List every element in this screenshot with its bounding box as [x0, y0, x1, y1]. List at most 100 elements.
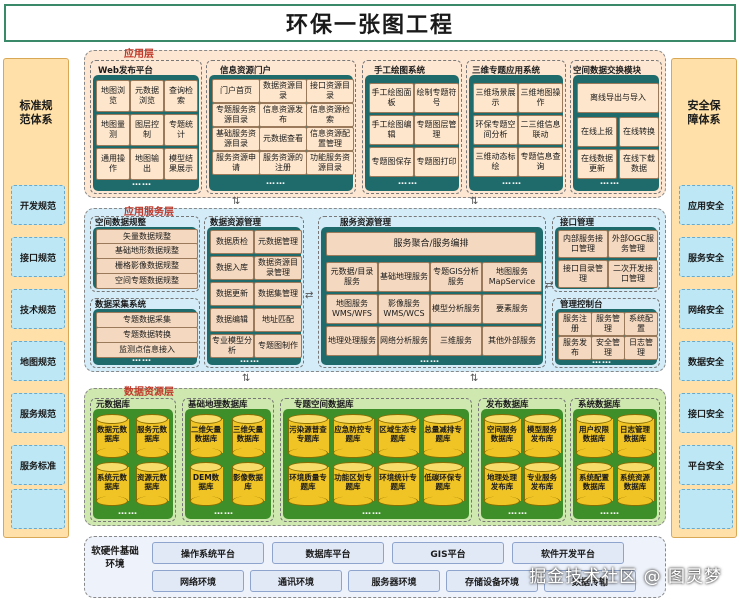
svc-item: 专题GIS分析服务 — [430, 262, 482, 292]
db-label: 系统元数据库 — [97, 473, 127, 491]
app-item: 元数据浏览 — [130, 80, 164, 112]
connector-icon: ⇅ — [242, 373, 251, 384]
app-item: 接口资源目录 — [306, 79, 354, 103]
app-item: 模型结果展示 — [164, 148, 198, 180]
svc-item: 监测点信息接入 — [96, 342, 198, 358]
svc-item: 地图服务WMS/WFS — [326, 294, 378, 324]
svc-item: 数据编辑 — [210, 308, 254, 332]
db-label: 功能区划专题库 — [334, 473, 372, 491]
app-item: 信息资源发布 — [259, 103, 307, 127]
db-label: 日志管理数据库 — [620, 425, 650, 443]
app-item: 信息资源配置管理 — [306, 127, 354, 151]
svc-group-console — [552, 298, 660, 368]
app-item: 三维场景展示 — [473, 83, 518, 113]
security-item: 接口安全 — [679, 393, 733, 433]
db-label: 污染源普查专题库 — [289, 425, 327, 443]
infra-layer-label: 软硬件基础环境 — [91, 546, 139, 570]
connector-icon: ⇄ — [545, 280, 554, 291]
db-cylinder: 空间服务数据库 — [484, 414, 522, 458]
svc-item: 元数据管理 — [254, 230, 302, 254]
svc-item: 数据资源目录管理 — [254, 256, 302, 280]
db-cylinder: 功能区划专题库 — [333, 462, 375, 506]
db-cylinder: 系统配置数据库 — [576, 462, 614, 506]
db-label: 资源元数据库 — [137, 473, 167, 491]
db-label: 模型服务发布库 — [527, 425, 557, 443]
connector-icon: ⇄ — [305, 290, 314, 301]
app-item: 元数据查看 — [259, 127, 307, 151]
app-item: 在线转换 — [619, 117, 659, 147]
app-item: 基础服务资源目录 — [212, 127, 260, 151]
db-cylinder: 系统元数据库 — [96, 462, 130, 506]
app-item: 在线上报 — [577, 117, 617, 147]
db-cylinder: 总量减排专题库 — [423, 414, 465, 458]
more-dots: …… — [118, 507, 138, 517]
security-item: 平台安全 — [679, 445, 733, 485]
svc-group-svcmgmt — [318, 216, 546, 368]
db-cylinder: 低碳环保专题库 — [423, 462, 465, 506]
app-item: 地图量测 — [96, 114, 130, 146]
app-item: 通用操作 — [96, 148, 130, 180]
security-panel: 安全保障体系 应用安全 服务安全 网络安全 数据安全 接口安全 平台安全 — [671, 58, 737, 538]
group-title: 空间数据交换模块 — [573, 66, 642, 76]
resource-layer-label: 数据资源层 — [124, 387, 174, 398]
svc-item: 网络分析服务 — [378, 326, 430, 356]
svc-item: 基础地理服务 — [378, 262, 430, 292]
app-group-3d — [466, 60, 566, 194]
svc-item: 专题数据转换 — [96, 327, 198, 343]
connector-icon: ⇅ — [470, 196, 479, 207]
svc-item: 地图服务MapService — [482, 262, 542, 292]
security-item: 数据安全 — [679, 341, 733, 381]
infra-item: 数据传输 — [544, 570, 636, 592]
app-item: 门户首页 — [212, 79, 260, 103]
group-title: 手工绘图系统 — [374, 66, 426, 76]
group-title: 空间数据规整 — [95, 218, 147, 228]
infra-item: 网络环境 — [152, 570, 244, 592]
infra-item: GIS平台 — [392, 542, 504, 564]
svc-banner: 服务聚合/服务编排 — [326, 232, 536, 256]
group-title: 管理控制台 — [560, 300, 603, 310]
svc-item: 日志管理 — [624, 336, 658, 360]
standard-item — [11, 489, 65, 529]
infra-item: 存储设备环境 — [446, 570, 538, 592]
app-item: 在线数据更新 — [577, 149, 617, 179]
svc-item: 影像服务WMS/WCS — [378, 294, 430, 324]
db-label: 用户权限数据库 — [579, 425, 609, 443]
svc-item: 模型分析服务 — [430, 294, 482, 324]
db-group-system — [570, 398, 660, 522]
more-dots: …… — [362, 507, 382, 517]
db-label: 环境统计专题库 — [379, 473, 417, 491]
app-item: 查询检索 — [164, 80, 198, 112]
svc-group-datamgmt — [204, 216, 304, 368]
group-title: 元数据库 — [96, 400, 131, 410]
app-item: 信息资源检索 — [306, 103, 354, 127]
db-cylinder: 服务元数据库 — [136, 414, 170, 458]
svc-item: 元数据/目录服务 — [326, 262, 378, 292]
db-label: 数据元数据库 — [97, 425, 127, 443]
more-dots: …… — [592, 356, 612, 366]
db-label: 系统配置数据库 — [579, 473, 609, 491]
security-panel-title: 安全保障体系 — [687, 99, 721, 126]
app-group-exchange — [570, 60, 662, 194]
db-label: 专业服务发布库 — [527, 473, 557, 491]
more-dots: …… — [600, 177, 620, 187]
group-title: 信息资源门户 — [220, 66, 272, 76]
svc-group-rules — [90, 216, 200, 292]
app-item: 功能服务资源目录 — [306, 151, 354, 175]
svc-item: 栅格影像数据规整 — [96, 258, 198, 274]
app-item: 服务资源申请 — [212, 151, 260, 175]
app-item: 二三维信息联动 — [518, 115, 563, 145]
db-label: 影像数据库 — [233, 473, 263, 491]
db-label: 二维矢量数据库 — [191, 425, 221, 443]
db-cylinder: 污染源普查专题库 — [288, 414, 330, 458]
standard-item: 服务规范 — [11, 393, 65, 433]
app-layer-label: 应用层 — [124, 49, 154, 60]
db-label: 服务元数据库 — [137, 425, 167, 443]
standards-panel-title: 标准规范体系 — [19, 99, 53, 126]
db-cylinder: 地理处理发布库 — [484, 462, 522, 506]
more-dots: …… — [266, 177, 286, 187]
db-cylinder: 环境质量专题库 — [288, 462, 330, 506]
db-cylinder: 用户权限数据库 — [576, 414, 614, 458]
group-title: 服务资源管理 — [340, 218, 392, 228]
app-item: 三维地图操作 — [518, 83, 563, 113]
db-label: 区域生态专题库 — [379, 425, 417, 443]
